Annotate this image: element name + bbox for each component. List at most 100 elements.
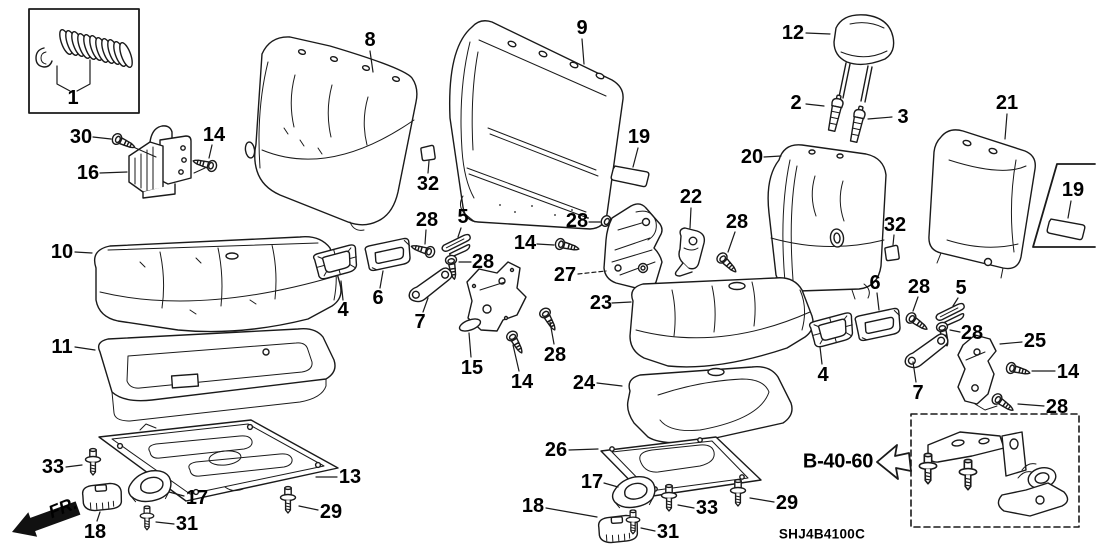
callout-5[interactable]: 5 (457, 206, 469, 228)
callout-30[interactable]: 30 (69, 126, 93, 148)
callout-14[interactable]: 14 (513, 232, 537, 254)
callout-29[interactable]: 29 (775, 492, 799, 514)
callout-18[interactable]: 18 (521, 495, 545, 517)
callout-17[interactable]: 17 (580, 471, 604, 493)
ring-4b (808, 311, 858, 349)
callout-23[interactable]: 23 (589, 292, 613, 314)
leader-line-17 (603, 482, 619, 488)
callout-6[interactable]: 6 (372, 287, 384, 309)
callout-9[interactable]: 9 (576, 17, 588, 39)
leader-line-4 (819, 346, 823, 365)
leader-line-14 (536, 243, 555, 246)
leader-line-28 (912, 296, 919, 312)
callout-12[interactable]: 12 (781, 22, 805, 44)
callout-1[interactable]: 1 (67, 87, 79, 109)
callout-33[interactable]: 33 (41, 456, 65, 478)
buckle-6b (853, 306, 904, 343)
callout-28[interactable]: 28 (960, 322, 984, 344)
cover-17 (126, 468, 174, 504)
screw-28c (714, 250, 741, 277)
callout-4[interactable]: 4 (817, 364, 829, 386)
callout-29[interactable]: 29 (319, 501, 343, 523)
headrest-guide-2 (825, 93, 846, 133)
part-24-cushion-pad-art (626, 366, 793, 444)
leader-line-31 (640, 527, 656, 532)
leader-line-22 (689, 207, 692, 229)
callout-31[interactable]: 31 (656, 521, 680, 543)
leader-line-17 (168, 491, 185, 497)
callout-14[interactable]: 14 (1056, 361, 1080, 383)
callout-22[interactable]: 22 (679, 186, 703, 208)
callout-14[interactable]: 14 (202, 124, 226, 146)
callout-25[interactable]: 25 (1023, 330, 1047, 352)
callout-28[interactable]: 28 (565, 210, 589, 232)
leader-line-23 (611, 301, 632, 304)
leader-line-10 (74, 251, 93, 254)
callout-3[interactable]: 3 (897, 106, 909, 128)
callout-16[interactable]: 16 (76, 162, 100, 184)
callout-28[interactable]: 28 (415, 209, 439, 231)
callout-28[interactable]: 28 (1045, 396, 1069, 418)
part-8-seat-back-art (244, 36, 418, 231)
callout-32[interactable]: 32 (416, 173, 440, 195)
cross-reference-link[interactable]: B-40-60 (802, 450, 874, 473)
callout-21[interactable]: 21 (995, 92, 1019, 114)
bolt-33 (84, 447, 102, 476)
callout-13[interactable]: 13 (338, 466, 362, 488)
leader-line-29 (749, 497, 775, 503)
callout-20[interactable]: 20 (740, 146, 764, 168)
leader-line-31 (155, 521, 175, 525)
callout-19[interactable]: 19 (1061, 179, 1085, 201)
screw-28f (989, 391, 1017, 416)
callout-17[interactable]: 17 (185, 487, 209, 509)
buckle-6 (363, 236, 414, 273)
leader-line-14 (208, 144, 213, 159)
part-27-hinge-art (603, 203, 663, 290)
callout-2[interactable]: 2 (790, 92, 802, 114)
callout-28[interactable]: 28 (471, 251, 495, 273)
leader-line-25 (999, 341, 1023, 345)
clip-32b (883, 244, 901, 262)
leader-line-1 (76, 59, 91, 92)
leader-line-28 (1017, 403, 1045, 407)
callout-26[interactable]: 26 (544, 439, 568, 461)
callout-4[interactable]: 4 (337, 299, 349, 321)
callout-28[interactable]: 28 (543, 344, 567, 366)
part-21-seat-back-cover-art (928, 129, 1036, 279)
callout-6[interactable]: 6 (869, 272, 881, 294)
leader-line-20 (763, 155, 782, 158)
callout-28[interactable]: 28 (725, 211, 749, 233)
screw-14b (553, 236, 581, 256)
callout-32[interactable]: 32 (883, 214, 907, 236)
leader-line-19 (632, 147, 639, 168)
callout-24[interactable]: 24 (572, 372, 596, 394)
callout-7[interactable]: 7 (414, 311, 426, 333)
leader-line-1 (56, 65, 71, 92)
callout-5[interactable]: 5 (955, 277, 967, 299)
leader-line-7 (912, 361, 917, 383)
leader-line-24 (596, 382, 623, 387)
label-strip-19 (609, 163, 651, 189)
leader-line-32 (427, 160, 430, 174)
leader-line-18 (96, 511, 101, 522)
callout-27[interactable]: 27 (553, 264, 577, 286)
callout-31[interactable]: 31 (175, 513, 199, 535)
callout-8[interactable]: 8 (364, 29, 376, 51)
callout-33[interactable]: 33 (695, 497, 719, 519)
leader-line-33 (65, 464, 83, 468)
part-12-headrest-art (833, 14, 895, 103)
callout-15[interactable]: 15 (460, 357, 484, 379)
callout-14[interactable]: 14 (510, 371, 534, 393)
screw-30 (109, 131, 138, 153)
leader-line-14 (512, 344, 520, 372)
callout-19[interactable]: 19 (627, 126, 651, 148)
callout-11[interactable]: 11 (51, 336, 73, 358)
callout-10[interactable]: 10 (50, 241, 74, 263)
callout-28[interactable]: 28 (907, 276, 931, 298)
headrest-guide-3 (847, 104, 868, 144)
callout-18[interactable]: 18 (83, 521, 107, 543)
leader-line-30 (92, 136, 112, 140)
leader-line-32 (892, 234, 895, 246)
callout-7[interactable]: 7 (912, 382, 924, 404)
